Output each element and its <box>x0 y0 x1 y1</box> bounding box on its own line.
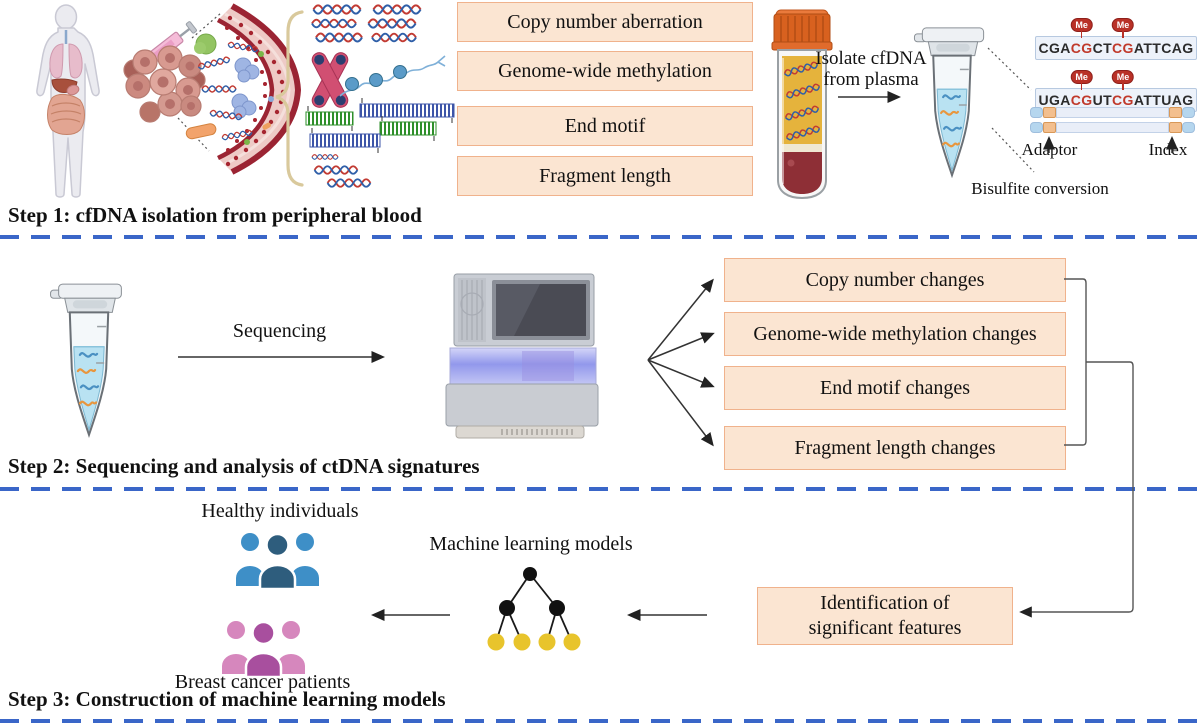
read-bars-icon <box>305 98 455 153</box>
me-badge: Me <box>1111 18 1135 32</box>
cfdna-tube-step2-icon <box>49 282 123 436</box>
healthy-individuals-label: Healthy individuals <box>201 500 359 522</box>
cfdna-release-scene <box>36 3 455 198</box>
cfdna-fragments-icon <box>305 4 455 189</box>
plasma-particles <box>185 33 260 142</box>
blood-vessel-icon <box>216 3 302 175</box>
bisulfite-conversion-label: Bisulfite conversion <box>971 179 1109 198</box>
healthy-group-icon <box>236 532 319 590</box>
change-box-fragment-length: Fragment length changes <box>724 426 1066 470</box>
change-box-methylation: Genome-wide methylation changes <box>724 312 1066 356</box>
breast-cancer-patients-label: Breast cancer patients <box>174 671 351 693</box>
tumor-cells-icon <box>123 45 206 123</box>
chromosome-icon <box>311 52 349 108</box>
fan-arrow-1 <box>647 278 714 361</box>
nucleosome-beads <box>345 65 407 91</box>
feature-box-fragment-length: Fragment length <box>457 156 753 196</box>
fan-arrow-2 <box>647 332 715 361</box>
step1-label: Step 1: cfDNA isolation from peripheral … <box>8 203 422 227</box>
me-badge: Me <box>1070 70 1093 84</box>
patient-group-icon <box>222 620 305 678</box>
isolate-cfdna-label: Isolate cfDNA from plasma <box>815 48 927 90</box>
feature-box-methylation: Genome-wide methylation <box>457 51 753 91</box>
step2-label: Step 2: Sequencing and analysis of ctDNA… <box>8 454 480 478</box>
nucleosome-string <box>339 55 446 97</box>
ml-models-label: Machine learning models <box>429 533 633 555</box>
feature-box-end-motif: End motif <box>457 106 753 146</box>
brace-icon <box>275 10 304 187</box>
step3-label: Step 3: Construction of machine learning… <box>8 687 446 711</box>
library-bars-icon <box>1030 107 1195 137</box>
fan-arrow-4 <box>647 359 714 447</box>
me-badge: Me <box>1111 70 1135 84</box>
me-badge: Me <box>1070 18 1093 32</box>
tumor-zoom-dotted-lines <box>177 12 222 152</box>
decision-tree-icon <box>487 567 581 651</box>
sequencer-icon <box>445 273 599 439</box>
change-box-end-motif: End motif changes <box>724 366 1066 410</box>
step3-divider <box>0 719 1200 723</box>
step1-divider <box>0 235 1200 239</box>
tube-zoom-dotted-line-top <box>987 47 1032 91</box>
signature-merge-bracket <box>1064 278 1087 446</box>
adaptor-label: Adaptor <box>1021 140 1078 159</box>
identification-box: Identification of significant features <box>757 587 1013 645</box>
index-label: Index <box>1148 140 1188 159</box>
cfdna-tube-icon <box>913 27 985 179</box>
sequencing-label: Sequencing <box>232 320 327 342</box>
step2-divider <box>0 487 1200 491</box>
fan-arrow-3 <box>647 359 715 388</box>
blood-tube-icon <box>771 9 833 200</box>
feature-box-copy-number: Copy number aberration <box>457 2 753 42</box>
change-box-copy-number: Copy number changes <box>724 258 1066 302</box>
human-body-icon <box>36 4 100 198</box>
